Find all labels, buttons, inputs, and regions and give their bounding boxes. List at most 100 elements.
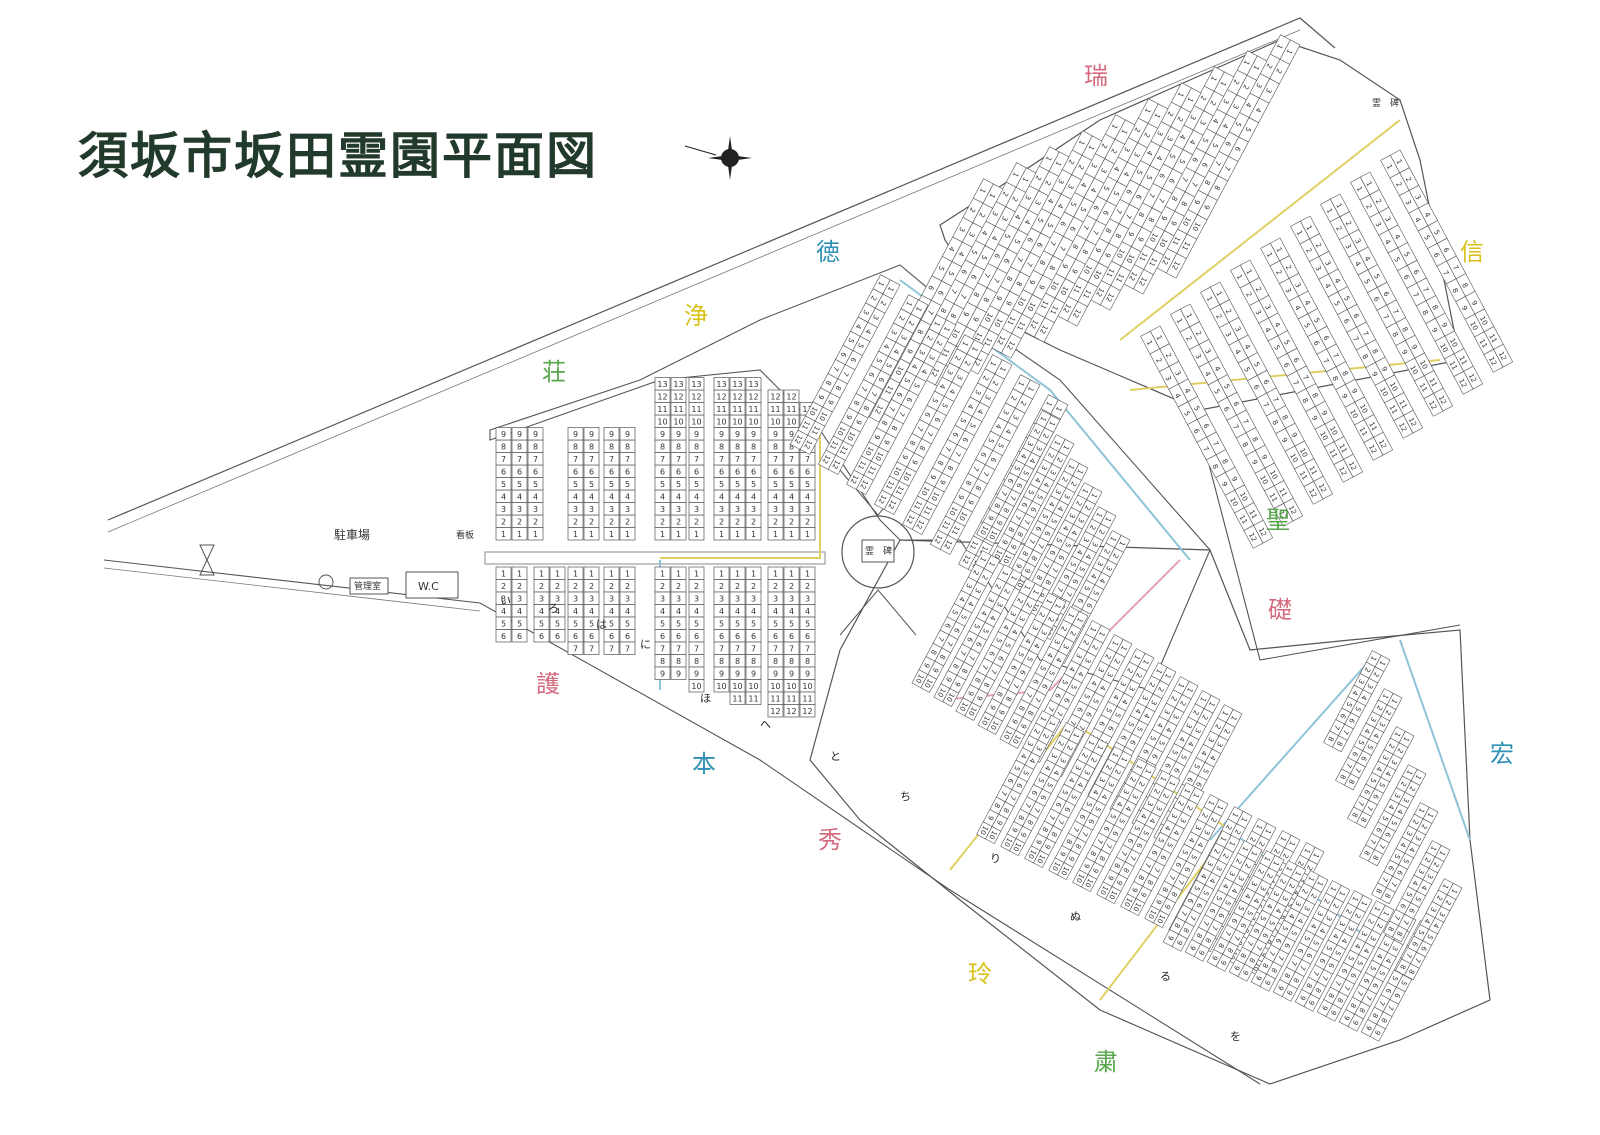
svg-text:3: 3 xyxy=(589,505,594,514)
svg-text:8: 8 xyxy=(1179,200,1188,208)
svg-text:8: 8 xyxy=(789,443,794,452)
svg-text:10: 10 xyxy=(1026,301,1037,313)
svg-text:6: 6 xyxy=(1101,209,1110,217)
svg-text:11: 11 xyxy=(802,695,812,704)
svg-text:10: 10 xyxy=(748,682,758,691)
svg-text:2: 2 xyxy=(609,518,614,527)
svg-text:1: 1 xyxy=(1120,128,1129,136)
svg-text:5: 5 xyxy=(1002,232,1011,240)
svg-text:3: 3 xyxy=(609,595,614,604)
svg-text:3: 3 xyxy=(660,505,665,514)
svg-text:11: 11 xyxy=(1005,315,1016,327)
path-blue-4 xyxy=(1399,639,1471,841)
svg-text:5: 5 xyxy=(501,620,506,629)
svg-text:12: 12 xyxy=(873,404,884,416)
svg-text:10: 10 xyxy=(993,317,1004,329)
row-kana-label: は xyxy=(596,618,607,631)
svg-text:9: 9 xyxy=(517,430,522,439)
svg-text:6: 6 xyxy=(751,632,756,641)
svg-text:1: 1 xyxy=(676,570,681,579)
svg-text:12: 12 xyxy=(1005,340,1016,352)
svg-text:3: 3 xyxy=(517,595,522,604)
svg-text:10: 10 xyxy=(716,418,726,427)
svg-text:9: 9 xyxy=(905,347,914,355)
svg-text:4: 4 xyxy=(751,607,756,616)
svg-text:6: 6 xyxy=(1190,156,1199,164)
zone-go: 護 xyxy=(536,670,560,698)
svg-text:1: 1 xyxy=(609,570,614,579)
svg-text:1: 1 xyxy=(1394,158,1403,166)
svg-text:5: 5 xyxy=(694,480,699,489)
svg-text:6: 6 xyxy=(517,632,522,641)
svg-text:3: 3 xyxy=(719,595,724,604)
svg-text:6: 6 xyxy=(735,468,740,477)
svg-text:1: 1 xyxy=(789,570,794,579)
svg-text:10: 10 xyxy=(802,682,812,691)
svg-text:2: 2 xyxy=(517,518,522,527)
svg-text:1: 1 xyxy=(735,570,740,579)
svg-text:1: 1 xyxy=(1021,176,1030,184)
svg-text:5: 5 xyxy=(946,270,955,278)
svg-text:3: 3 xyxy=(555,595,560,604)
svg-text:8: 8 xyxy=(1014,280,1023,288)
plot-grids: 1234567891234567891234567891234567891234… xyxy=(495,34,1514,1043)
row-kana-label: ろ xyxy=(548,602,559,615)
svg-text:3: 3 xyxy=(501,505,506,514)
svg-text:2: 2 xyxy=(573,518,578,527)
svg-text:13: 13 xyxy=(673,380,683,389)
svg-text:10: 10 xyxy=(786,682,796,691)
svg-text:11: 11 xyxy=(1015,320,1026,332)
svg-text:4: 4 xyxy=(517,607,522,616)
svg-text:11: 11 xyxy=(939,347,950,359)
svg-text:1: 1 xyxy=(773,530,778,539)
svg-text:4: 4 xyxy=(805,607,810,616)
svg-text:5: 5 xyxy=(773,480,778,489)
svg-text:9: 9 xyxy=(1070,267,1079,275)
svg-text:5: 5 xyxy=(676,480,681,489)
svg-text:1: 1 xyxy=(1364,180,1373,188)
svg-text:2: 2 xyxy=(517,582,522,591)
svg-text:6: 6 xyxy=(959,268,968,276)
svg-text:2: 2 xyxy=(589,582,594,591)
svg-text:7: 7 xyxy=(1048,239,1057,247)
svg-text:7: 7 xyxy=(773,455,778,464)
svg-text:12: 12 xyxy=(1071,308,1082,320)
svg-text:10: 10 xyxy=(1191,221,1202,233)
svg-text:9: 9 xyxy=(1159,214,1168,222)
svg-text:9: 9 xyxy=(676,430,681,439)
svg-text:2: 2 xyxy=(676,582,681,591)
svg-text:2: 2 xyxy=(719,518,724,527)
svg-text:7: 7 xyxy=(789,645,794,654)
svg-text:9: 9 xyxy=(789,430,794,439)
svg-text:7: 7 xyxy=(1157,196,1166,204)
svg-text:2: 2 xyxy=(1000,190,1009,198)
svg-text:6: 6 xyxy=(1157,172,1166,180)
tree-icon xyxy=(318,574,334,590)
svg-text:4: 4 xyxy=(1145,149,1154,157)
svg-text:7: 7 xyxy=(1058,244,1067,252)
svg-text:9: 9 xyxy=(719,670,724,679)
svg-text:4: 4 xyxy=(773,607,778,616)
svg-text:1: 1 xyxy=(773,570,778,579)
svg-text:5: 5 xyxy=(573,620,578,629)
svg-text:8: 8 xyxy=(773,443,778,452)
svg-text:11: 11 xyxy=(770,405,780,414)
svg-text:3: 3 xyxy=(967,231,976,239)
svg-text:5: 5 xyxy=(735,620,740,629)
svg-text:2: 2 xyxy=(751,582,756,591)
svg-text:4: 4 xyxy=(1154,154,1163,162)
svg-text:5: 5 xyxy=(1111,190,1120,198)
office-building xyxy=(349,577,389,595)
svg-text:8: 8 xyxy=(719,657,724,666)
svg-text:7: 7 xyxy=(949,287,958,295)
svg-text:6: 6 xyxy=(1441,246,1450,254)
